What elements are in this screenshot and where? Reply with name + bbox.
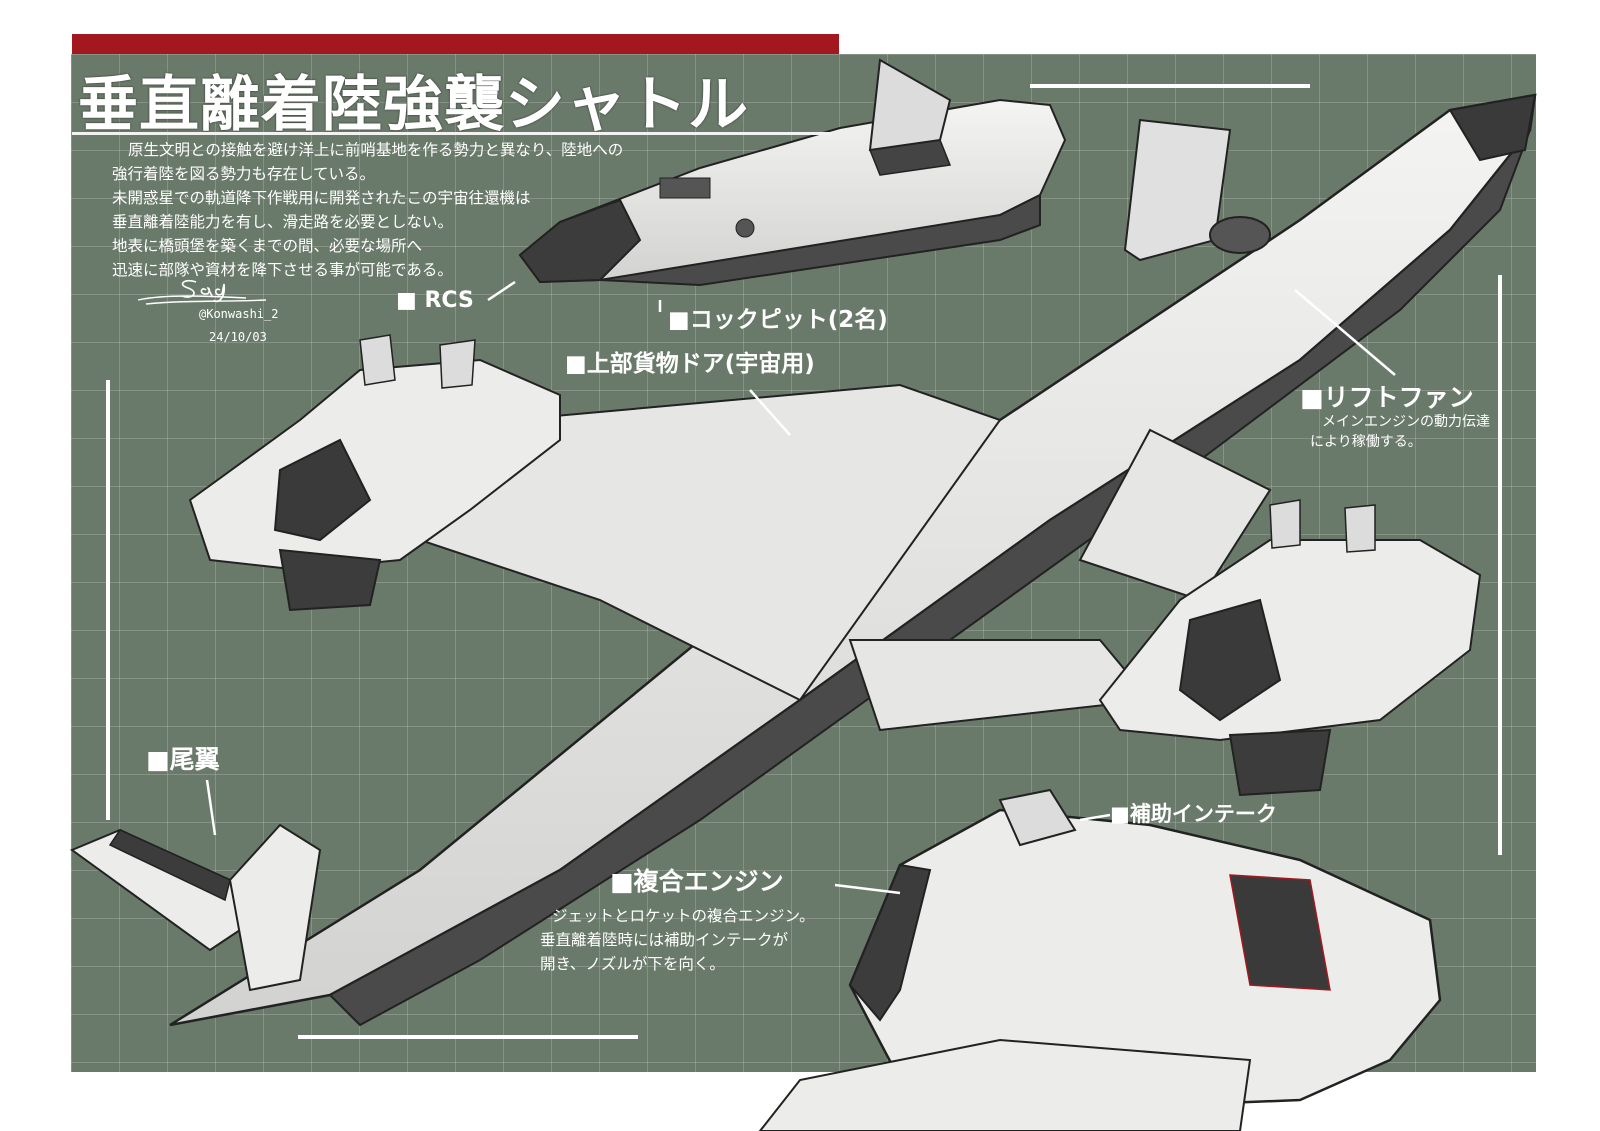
right-engine-nacelle: [1098, 499, 1482, 797]
combined-engine-note-line: 開き、ノズルが下を向く。: [540, 955, 725, 973]
label-tail: ■尾翼: [146, 745, 220, 774]
signature-handle: @Konwashi_2: [199, 307, 279, 321]
leader-lines: [205, 280, 1396, 895]
tail-fin: [69, 823, 322, 992]
engine-detail-view: [758, 788, 1442, 1131]
description-line: 強行着陸を図る勢力も存在している。: [112, 165, 376, 183]
signature-date: 24/10/03: [209, 330, 267, 344]
description-line: 地表に橋頭堡を築くまでの間、必要な場所へ: [112, 237, 423, 255]
description-line: 原生文明との接触を避け洋上に前哨基地を作る勢力と異なり、陸地への: [128, 141, 624, 159]
title-accent-bar: [72, 34, 839, 54]
lift-fan-note-line: メインエンジンの動力伝達: [1322, 414, 1490, 430]
page-title: 垂直離着陸強襲シャトル: [78, 70, 749, 140]
frame-line-right: [1498, 275, 1502, 855]
artist-signature: [137, 279, 267, 305]
cockpit-detail-view: [518, 58, 1067, 287]
label-cargo-door: ■上部貨物ドア(宇宙用): [565, 351, 815, 377]
combined-engine-note-line: ジェットとロケットの複合エンジン。: [552, 907, 815, 925]
description-line: 未開惑星での軌道降下作戦用に開発されたこの宇宙往還機は: [112, 189, 531, 207]
frame-line-left: [106, 380, 110, 820]
left-engine-nacelle: [188, 334, 561, 612]
label-rcs: ■ RCS: [396, 288, 474, 313]
description-line: 垂直離着陸能力を有し、滑走路を必要としない。: [112, 213, 454, 231]
label-lift-fan: ■リフトファン: [1300, 383, 1474, 412]
label-combined-engine: ■複合エンジン: [610, 867, 784, 896]
description-block: 原生文明との接触を避け洋上に前哨基地を作る勢力と異なり、陸地への 強行着陸を図る…: [112, 138, 712, 282]
combined-engine-note-line: 垂直離着陸時には補助インテークが: [540, 931, 789, 949]
combined-engine-note: ジェットとロケットの複合エンジン。 垂直離着陸時には補助インテークが 開き、ノズ…: [540, 904, 815, 976]
lift-fan-note-line: により稼働する。: [1310, 434, 1422, 450]
lift-fan-note: メインエンジンの動力伝達 により稼働する。: [1310, 412, 1490, 452]
label-cockpit: ■コックピット(2名): [668, 307, 888, 333]
frame-line-top: [1030, 84, 1310, 88]
label-aux-intake: ■補助インテーク: [1110, 802, 1277, 826]
frame-line-bottom: [298, 1035, 638, 1039]
description-line: 迅速に部隊や資材を降下させる事が可能である。: [112, 261, 453, 279]
title-underline: [72, 132, 832, 135]
